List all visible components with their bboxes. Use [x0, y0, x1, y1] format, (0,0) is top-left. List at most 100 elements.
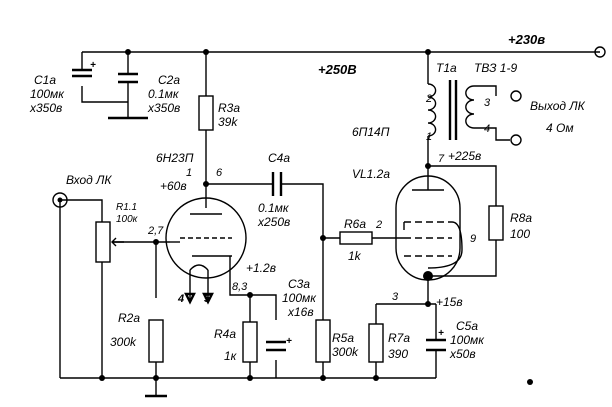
trafo-pin4: 4: [484, 123, 490, 135]
c4-value: 0.1мк: [258, 201, 290, 215]
anode1-voltage: +60в: [160, 179, 187, 193]
c3-plus: +: [286, 336, 292, 347]
cath2-voltage: +15в: [436, 295, 463, 309]
c4-name: C4a: [268, 151, 290, 165]
resistor-r5: [315, 319, 331, 363]
r7-value: 390: [388, 347, 408, 361]
r2-name: R2a: [118, 311, 140, 325]
c2-name: C2a: [158, 73, 180, 87]
capacitor-c4: [271, 172, 283, 196]
anode2-wires: [427, 165, 497, 277]
tube2-envelope: [395, 175, 463, 281]
c5-rating: x50в: [449, 347, 476, 361]
secondary-winding: [465, 85, 475, 129]
trafo-pin1: 1: [426, 131, 432, 143]
r6-name: R6a: [344, 217, 366, 231]
potentiometer-r1: [95, 221, 111, 263]
terminals: [52, 46, 606, 208]
c5-plus: +: [438, 328, 444, 339]
c1-plus: +: [90, 60, 96, 71]
c1-name: C1a: [34, 73, 56, 87]
tube1-heater: [189, 264, 209, 271]
capacitor-c1: [72, 68, 92, 78]
r1-value: 100к: [116, 214, 139, 225]
tube2-pin9: 9: [470, 233, 476, 245]
c3-name: C3a: [288, 277, 310, 291]
r5-value: 300k: [332, 345, 359, 359]
transformer-core: [448, 80, 458, 140]
transformer-type: ТВЗ 1-9: [474, 61, 517, 75]
supply-terminal: [594, 46, 606, 58]
trafo-pin2: 2: [425, 93, 432, 105]
wiper-arrow: [111, 237, 124, 247]
tube1-pin-grid: 2,7: [147, 225, 164, 237]
input-jack: [52, 192, 68, 208]
c1-rating: x350в: [29, 101, 62, 115]
capacitor-c3: [266, 340, 286, 352]
resistor-r4: [242, 321, 258, 363]
r7-name: R7a: [388, 331, 410, 345]
junctions: [99, 49, 533, 385]
rail-230-label: +230в: [508, 32, 545, 47]
c1-value: 100мк: [30, 87, 65, 101]
tube2-grids: [404, 221, 452, 257]
rail-250-label: +250В: [318, 62, 357, 77]
resistor-r6: [339, 231, 373, 245]
capacitor-c5: [426, 338, 446, 352]
c5-value: 100мк: [450, 333, 485, 347]
r8-name: R8a: [510, 211, 532, 225]
heater-arrows: [184, 292, 214, 305]
c4-rating: x250в: [257, 215, 290, 229]
tube1-pin1: 1: [186, 167, 192, 179]
wiper-wires: [112, 241, 170, 298]
output-impedance: 4 Ом: [546, 121, 574, 135]
tube1-pin-h2: 5: [204, 293, 211, 305]
c3-value: 100мк: [282, 291, 317, 305]
r5-name: R5a: [332, 331, 354, 345]
transformer-name: T1a: [436, 61, 457, 75]
tube2-type: 6П14П: [352, 125, 390, 139]
output-terminal-4: [510, 134, 522, 146]
tube2-screen-link: [427, 221, 463, 269]
input-wires: [60, 199, 103, 378]
tube1-pin-h1: 4: [177, 293, 184, 305]
capacitor-c2: [118, 72, 138, 84]
r1-name: R1.1: [116, 202, 137, 213]
tube1-pin-cath: 8,3: [232, 281, 248, 293]
tube2-pin7: 7: [438, 153, 445, 165]
c3-rating: x16в: [287, 305, 314, 319]
cathode2-wires: [375, 276, 437, 378]
primary-winding: [427, 83, 437, 137]
input-label: Вход ЛК: [66, 173, 112, 187]
c2-rating: x350в: [147, 101, 180, 115]
r4-name: R4a: [214, 327, 236, 341]
tube2-name: VL1.2a: [352, 167, 390, 181]
tube1-envelope: [165, 197, 247, 305]
c4-wires: [206, 183, 324, 238]
output-label: Выход ЛК: [530, 99, 586, 113]
tube2-pin2: 2: [375, 219, 382, 231]
anode2-voltage: +225в: [448, 149, 481, 163]
tube1-pin6: 6: [216, 167, 223, 179]
c2-value: 0.1мк: [148, 87, 180, 101]
r6-value: 1k: [348, 249, 362, 263]
cath1-voltage: +1.2в: [246, 261, 276, 275]
r4-value: 1к: [224, 349, 238, 363]
r3-name: R3a: [218, 101, 240, 115]
c1-wires: [81, 52, 128, 103]
output-transformer: [427, 80, 475, 140]
resistor-r7: [368, 323, 384, 363]
resistor-r8: [488, 205, 504, 241]
tube2-pin3: 3: [392, 291, 399, 303]
resistor-r3: [198, 95, 214, 131]
trafo-pin3: 3: [484, 97, 491, 109]
tube1-type: 6Н23П: [156, 151, 194, 165]
r2-value: 300k: [110, 335, 137, 349]
r3-value: 39k: [218, 115, 238, 129]
r8-value: 100: [510, 227, 530, 241]
output-terminal-3: [510, 90, 522, 102]
resistor-r2: [148, 319, 164, 363]
tube2-cathode: [423, 271, 433, 281]
c5-name: C5a: [456, 319, 478, 333]
